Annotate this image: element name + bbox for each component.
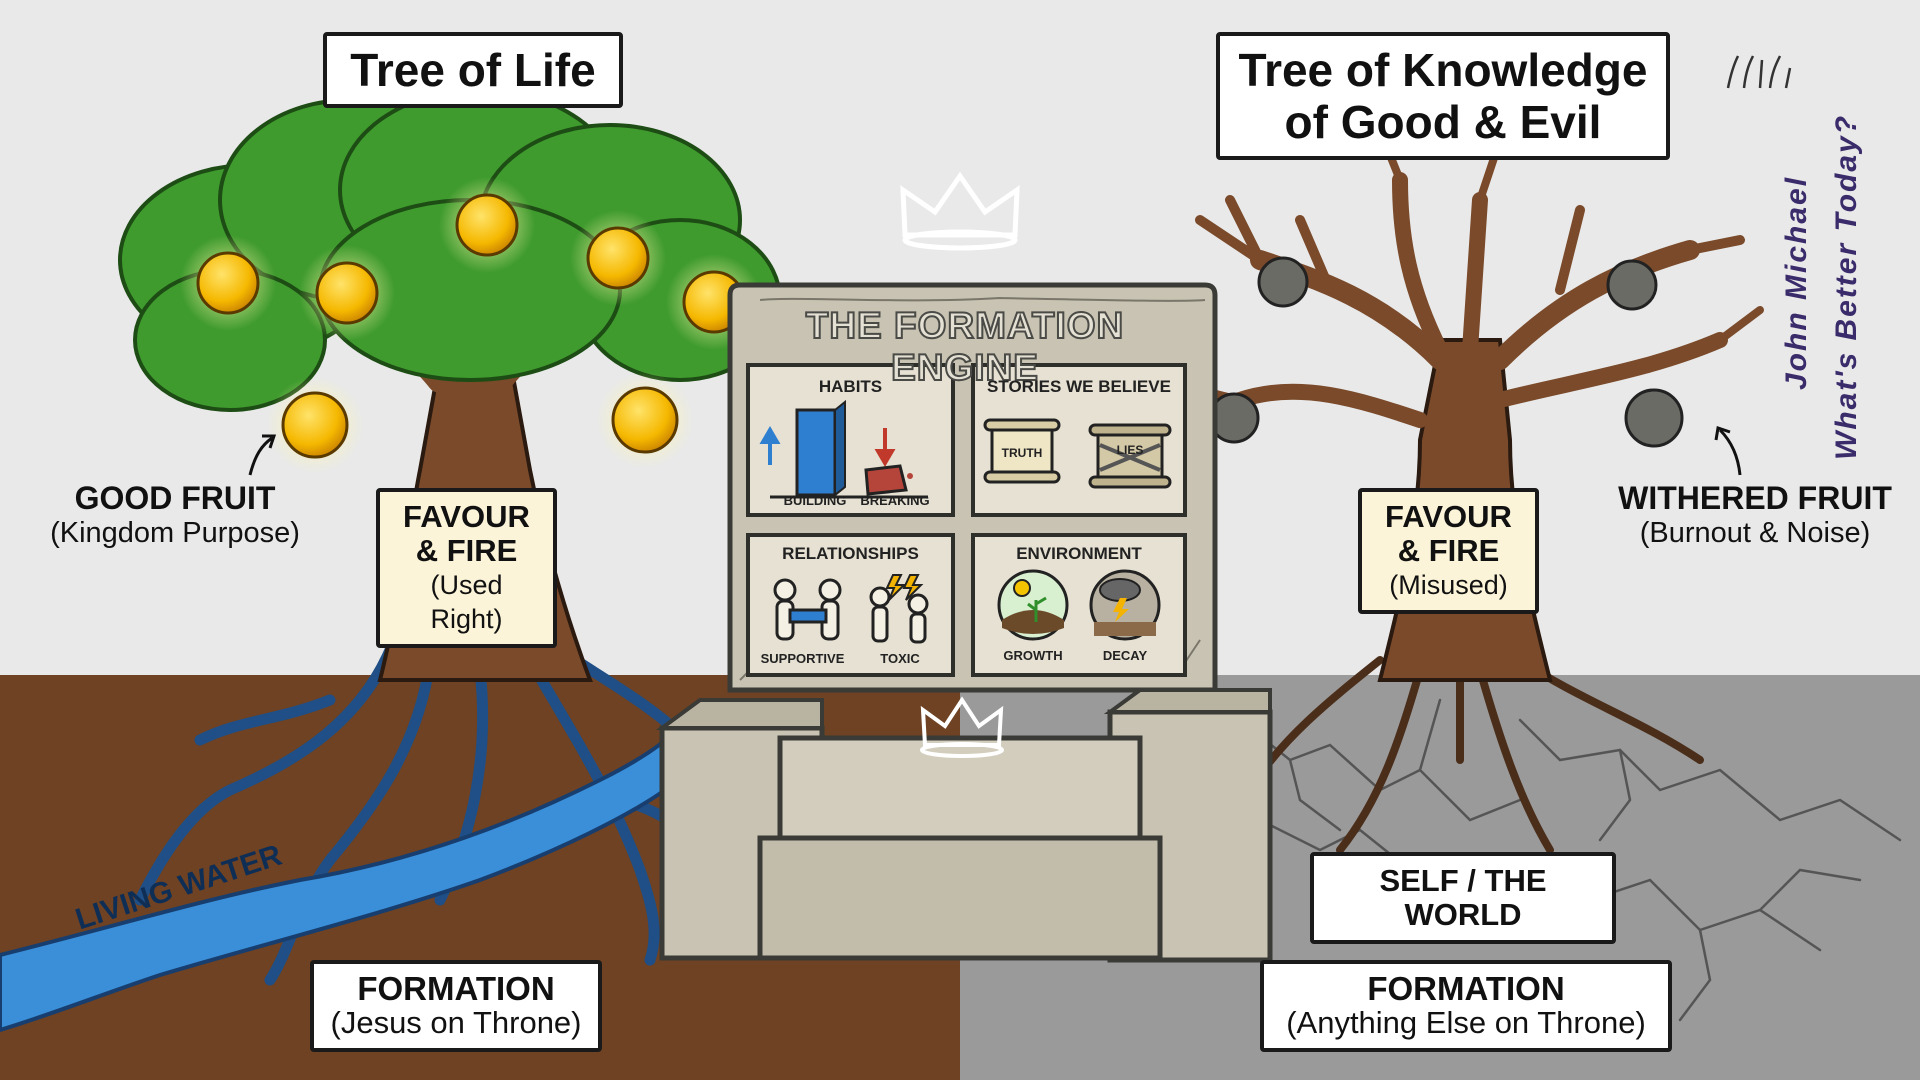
environment-decay-label: DECAY [1102, 648, 1148, 663]
formation-right-title: FORMATION [1367, 970, 1565, 1007]
signature-scribble [1726, 55, 1792, 89]
stories-truth-label: TRUTH [1001, 446, 1043, 460]
good-fruit-pointer-arrow [248, 434, 277, 476]
tree-of-life-title-text: Tree of Life [350, 44, 596, 96]
person-icon [773, 578, 929, 644]
tree-of-knowledge-title-line2: of Good & Evil [1284, 96, 1602, 148]
withered-fruit-pointer-arrow [1714, 426, 1742, 476]
signature: John Michael What's Better Today? [1770, 60, 1890, 480]
environment-panel-title: ENVIRONMENT [1016, 544, 1142, 563]
withered-fruit-label: WITHERED FRUIT (Burnout & Noise) [1605, 480, 1905, 550]
good-fruit-label-sub: (Kingdom Purpose) [50, 517, 300, 549]
arrow-up-icon [759, 426, 781, 465]
broken-block-icon [864, 464, 913, 496]
habits-breaking-label: BREAKING [860, 493, 930, 508]
favour-fire-right-sub: (Misused) [1389, 570, 1508, 600]
scroll-icon [983, 418, 1061, 484]
relationships-supportive-label: SUPPORTIVE [760, 651, 845, 666]
tree-of-knowledge-title-line1: Tree of Knowledge [1238, 44, 1648, 96]
withered-fruit-label-sub: (Burnout & Noise) [1639, 517, 1871, 549]
lightning-icon [885, 574, 924, 601]
stories-panel-title: STORIES WE BELIEVE [987, 377, 1171, 396]
favour-fire-misused-label: FAVOUR & FIRE (Misused) [1358, 488, 1539, 614]
crown-icon [900, 171, 1020, 251]
good-fruit-label: GOOD FRUIT (Kingdom Purpose) [25, 480, 325, 550]
formation-engine-title: THE FORMATION ENGINE [805, 304, 1125, 389]
lies-scroll-icon [1088, 423, 1172, 489]
habits-bar-icon [795, 399, 846, 498]
withered-fruit-icon [1208, 256, 1684, 448]
self-the-world-label: SELF / THE WORLD [1310, 852, 1616, 944]
favour-fire-left-sub: (Used Right) [430, 570, 503, 634]
favour-fire-right-title: FAVOUR & FIRE [1385, 499, 1512, 568]
good-fruit-label-title: GOOD FRUIT [74, 480, 276, 516]
self-the-world-text: SELF / THE WORLD [1379, 863, 1547, 932]
good-fruit-icon [180, 177, 762, 473]
habits-panel-title: HABITS [818, 377, 883, 396]
throne-crown-icon [920, 696, 1004, 758]
stories-lies-label: LIES [1116, 443, 1144, 457]
formation-right-sub: (Anything Else on Throne) [1286, 1005, 1646, 1040]
favour-fire-used-right-label: FAVOUR & FIRE (Used Right) [376, 488, 557, 648]
tree-of-knowledge-title: Tree of Knowledge of Good & Evil [1216, 32, 1670, 160]
habits-building-label: BUILDING [783, 493, 847, 508]
signature-line2: What's Better Today? [1830, 113, 1863, 460]
withered-fruit-label-title: WITHERED FRUIT [1618, 480, 1892, 516]
environment-growth-label: GROWTH [1003, 648, 1063, 663]
relationships-toxic-label: TOXIC [880, 651, 920, 666]
storm-cloud-icon [1089, 569, 1161, 641]
formation-left-sub: (Jesus on Throne) [330, 1005, 582, 1040]
signature-line1: John Michael [1780, 175, 1813, 390]
arrow-down-icon [874, 428, 896, 467]
sun-icon [997, 569, 1069, 641]
relationships-panel-title: RELATIONSHIPS [782, 544, 919, 563]
formation-jesus-on-throne-label: FORMATION (Jesus on Throne) [310, 960, 602, 1052]
formation-anything-else-label: FORMATION (Anything Else on Throne) [1260, 960, 1672, 1052]
tree-of-life-title: Tree of Life [323, 32, 623, 108]
formation-left-title: FORMATION [357, 970, 555, 1007]
favour-fire-left-title: FAVOUR & FIRE [403, 499, 530, 568]
